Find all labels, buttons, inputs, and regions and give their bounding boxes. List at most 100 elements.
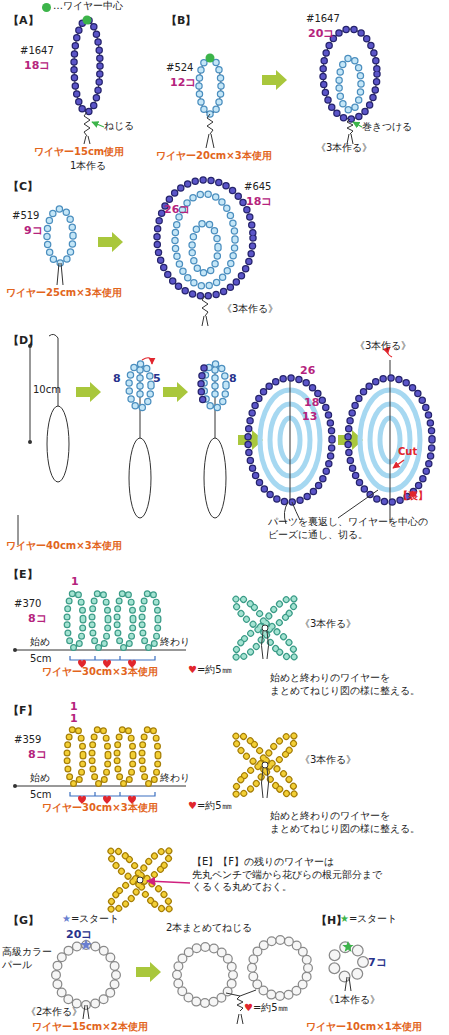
bead-loop-c-part	[202, 296, 208, 326]
note-text: 終わり	[160, 636, 190, 649]
bead-oval-d-part-part	[248, 378, 332, 502]
bead-oval-d-part-part	[213, 370, 218, 402]
note-text: #519	[12, 210, 39, 223]
pearl-ring-g-part	[252, 940, 308, 996]
note-text: #645	[244, 181, 271, 194]
wire-length: ワイヤー10cm×1本使用	[306, 1021, 422, 1034]
petals-f-part	[67, 728, 158, 784]
bead-oval-d-part	[129, 364, 151, 408]
petals-f-part	[231, 731, 299, 799]
bead-count: 7コ	[368, 956, 387, 970]
bead-loop-b-part-part	[323, 29, 377, 119]
note-text: ★=スタート	[62, 913, 119, 926]
note-text: 《1本作る》	[324, 994, 380, 1007]
petals-e-part	[67, 592, 158, 648]
wire-length: ワイヤー40cm×3本使用	[6, 540, 122, 553]
bead-oval-d-part	[204, 364, 226, 408]
section-label: 【B】	[166, 14, 196, 28]
section-label: 【D】	[8, 334, 39, 348]
pearl-ring-g-part	[56, 945, 116, 1005]
bead-loop-a	[74, 16, 104, 145]
bead-count: 8コ	[28, 748, 47, 762]
bead-oval-d-part	[30, 346, 31, 442]
legend-text: …ワイヤー中心	[53, 0, 123, 13]
bead-count: 18コ	[24, 59, 50, 73]
bead-loop-c-part-part	[157, 180, 253, 296]
bead-loop-b-part	[323, 29, 377, 119]
wire-length: ワイヤー30cm×3本使用	[42, 666, 158, 679]
bead-oval-d-part	[290, 378, 291, 502]
bead-oval-d-part	[201, 368, 204, 404]
note-text: 2本まとめてねじる	[166, 922, 252, 935]
bead-count: 8	[229, 372, 237, 386]
bead-loop-b-part	[206, 114, 214, 148]
note-text: 《3本作る》	[316, 142, 372, 155]
petals-f-part	[67, 728, 158, 784]
pearl-ring-g-part	[177, 947, 233, 1003]
section-label: 【A】	[8, 14, 39, 28]
bead-loop-b-part	[353, 122, 362, 127]
note-text: 10cm	[33, 384, 61, 397]
note-text: 5cm	[30, 789, 52, 802]
bead-loop-b-part-part	[339, 58, 361, 110]
bead-loop-b-part-part	[339, 58, 361, 110]
bead-oval-d-part-part	[136, 370, 144, 402]
bead-loop-a-part	[92, 122, 104, 127]
note-text: 1本作る	[70, 160, 106, 173]
bead-oval-d-part	[204, 364, 226, 408]
note-text: #1647	[20, 45, 54, 58]
bead-loop-c-part	[157, 180, 253, 296]
note-text: 《3本作る》	[222, 303, 278, 316]
note-text: #524	[166, 62, 193, 75]
note-text: 《3本作る》	[300, 754, 356, 767]
bead-count: 26	[300, 364, 315, 378]
note-text: #359	[14, 734, 41, 747]
pearl-ring-g	[56, 939, 308, 1024]
section-label: 【C】	[8, 180, 38, 194]
bead-loop-c-part-part	[47, 209, 73, 263]
bead-count: 8	[113, 372, 121, 386]
bead-oval-d-part	[163, 382, 188, 402]
bead-loop-b-part	[323, 29, 377, 119]
bead-oval-d-part-part	[129, 364, 151, 408]
section-label: 【G】	[8, 914, 39, 928]
petals-e-part	[70, 656, 155, 660]
bead-oval-d-part	[140, 366, 141, 438]
bead-count: 26コ	[164, 203, 190, 217]
note-text: パーツを裏返し、ワイヤーを中心の ビーズに通し、切る。	[268, 516, 449, 541]
bead-loop-c-part-part	[47, 209, 73, 263]
petals-e-part	[231, 594, 299, 662]
bead-loop-c-part-part	[192, 223, 218, 273]
bead-loop-b	[199, 29, 377, 148]
bead-oval-d-part-part	[211, 370, 219, 402]
bead-loop-c-part	[47, 209, 73, 263]
bead-oval-d-part	[129, 438, 151, 518]
wire-length: ワイヤー15cm×2本使用	[32, 1021, 148, 1034]
petals-e-part	[13, 648, 17, 652]
bead-loop-b-part-part	[323, 29, 377, 119]
bead-count: 1	[71, 575, 79, 589]
bead-count: 20コ	[66, 928, 92, 942]
bead-loop-c-part	[157, 180, 253, 296]
petals-f-part	[231, 731, 299, 799]
petals-e-part	[262, 631, 269, 659]
bead-oval-d-part	[204, 438, 226, 518]
wire-length: ワイヤー20cm×3本使用	[156, 150, 272, 163]
bead-oval-d-part	[390, 360, 391, 522]
bead-loop-a-part	[83, 16, 92, 25]
petals-e	[13, 592, 299, 668]
petals-e-part	[231, 594, 299, 662]
petals-curled-part	[147, 881, 190, 883]
bead-loop-c-part	[98, 232, 123, 252]
pearl-ring-h-part	[342, 941, 353, 952]
bead-loop-c-part	[57, 263, 63, 285]
bead-oval-d-part-part	[204, 364, 226, 408]
note-text: 《2本作る》	[26, 1006, 82, 1019]
wire-length: ワイヤー30cm×3本使用	[42, 802, 158, 815]
bead-loop-b-part	[206, 54, 215, 63]
bead-loop-b-part	[323, 29, 377, 119]
note-text: #1647	[306, 13, 340, 26]
legend-swatch	[42, 3, 51, 12]
bead-count: 13	[302, 410, 317, 424]
